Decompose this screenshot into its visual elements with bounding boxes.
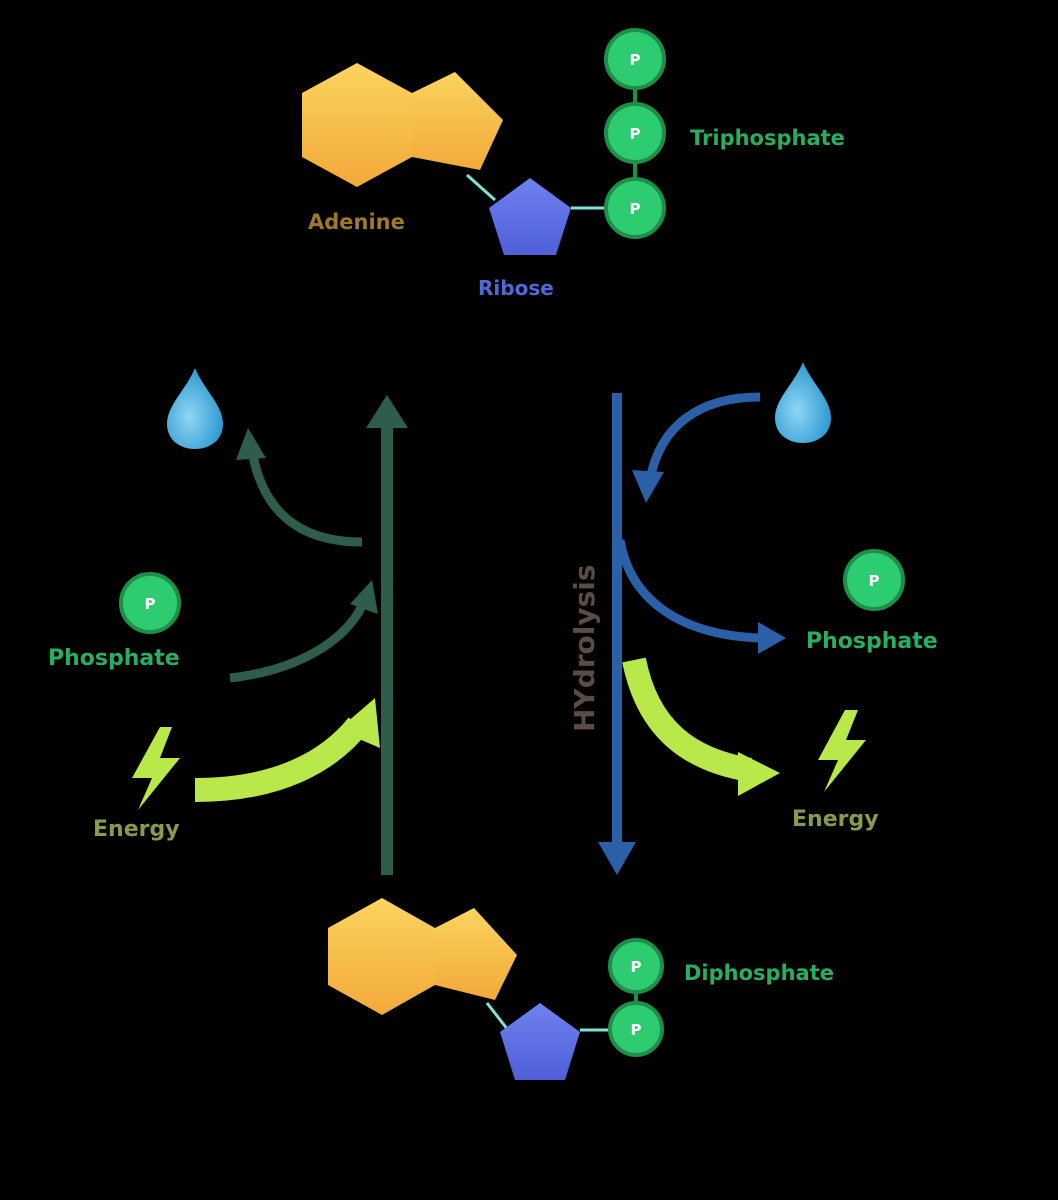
adenine-ribose-link bbox=[466, 173, 496, 202]
right-phosphate-label: Phosphate bbox=[806, 629, 938, 654]
energy-input-arrowhead bbox=[338, 698, 380, 748]
water-drop-icon bbox=[775, 362, 831, 443]
adenine-pentagon bbox=[412, 72, 503, 170]
adenine-ribose-link bbox=[485, 1002, 510, 1031]
phosphate-input-arrow bbox=[229, 603, 367, 683]
hydrolysis-arrowhead bbox=[598, 842, 636, 875]
adenine-pentagon bbox=[435, 908, 517, 1000]
adenine-hexagon bbox=[302, 63, 412, 187]
phosphate-symbol: P bbox=[631, 958, 642, 976]
water-release-arrow bbox=[247, 449, 363, 547]
phosphate-release-arrowhead bbox=[758, 622, 786, 654]
adp-molecule: P P Diphosphate bbox=[328, 898, 834, 1080]
adenine-label: Adenine bbox=[308, 210, 405, 234]
phosphate-circle: P bbox=[608, 1001, 664, 1057]
water-input-arrowhead bbox=[632, 470, 664, 503]
right-energy-label: Energy bbox=[792, 807, 879, 832]
diphosphate-label: Diphosphate bbox=[684, 961, 834, 985]
triphosphate-group: P P P bbox=[604, 28, 666, 239]
adenine-hexagon bbox=[328, 898, 435, 1015]
ribose-pentagon bbox=[500, 1003, 580, 1080]
ribose-label: Ribose bbox=[478, 276, 554, 300]
phosphate-symbol: P bbox=[631, 1021, 642, 1039]
phosphate-circle: P bbox=[604, 28, 666, 90]
phosphate-symbol: P bbox=[630, 125, 641, 143]
lightning-bolt-icon bbox=[132, 727, 180, 810]
lightning-bolt-icon bbox=[818, 710, 866, 792]
phosphate-circle: P bbox=[604, 177, 666, 239]
right-phosphate-circle: P bbox=[843, 549, 905, 611]
phosphate-circle: P bbox=[608, 938, 664, 994]
water-input-arrow bbox=[645, 392, 761, 481]
synthesis-arrowhead bbox=[366, 395, 408, 428]
phosphate-symbol: P bbox=[145, 595, 156, 613]
ribose-pentagon bbox=[489, 178, 571, 255]
phosphate-input-arrowhead bbox=[350, 580, 378, 614]
synthesis-side: P Phosphate Energy bbox=[48, 368, 408, 875]
phosphate-release-arrow bbox=[615, 539, 761, 643]
atp-molecule: P P P Triphosphate Adenine Ribose bbox=[302, 28, 845, 300]
left-phosphate-label: Phosphate bbox=[48, 646, 180, 671]
diphosphate-group: P P bbox=[608, 938, 664, 1057]
water-release-arrowhead bbox=[236, 428, 266, 460]
phosphate-symbol: P bbox=[630, 51, 641, 69]
left-phosphate-circle: P bbox=[119, 572, 181, 634]
energy-release-arrow bbox=[622, 657, 753, 782]
phosphate-symbol: P bbox=[630, 200, 641, 218]
hydrolysis-side: HYdrolysis P Phosphate Energy bbox=[568, 362, 938, 875]
energy-input-arrow bbox=[194, 717, 368, 802]
hydrolysis-label: HYdrolysis bbox=[568, 564, 601, 732]
energy-release-arrowhead bbox=[738, 752, 780, 796]
water-drop-icon bbox=[167, 368, 223, 449]
phosphate-symbol: P bbox=[869, 572, 880, 590]
phosphate-circle: P bbox=[604, 102, 666, 164]
triphosphate-label: Triphosphate bbox=[690, 126, 845, 150]
left-energy-label: Energy bbox=[93, 817, 180, 842]
